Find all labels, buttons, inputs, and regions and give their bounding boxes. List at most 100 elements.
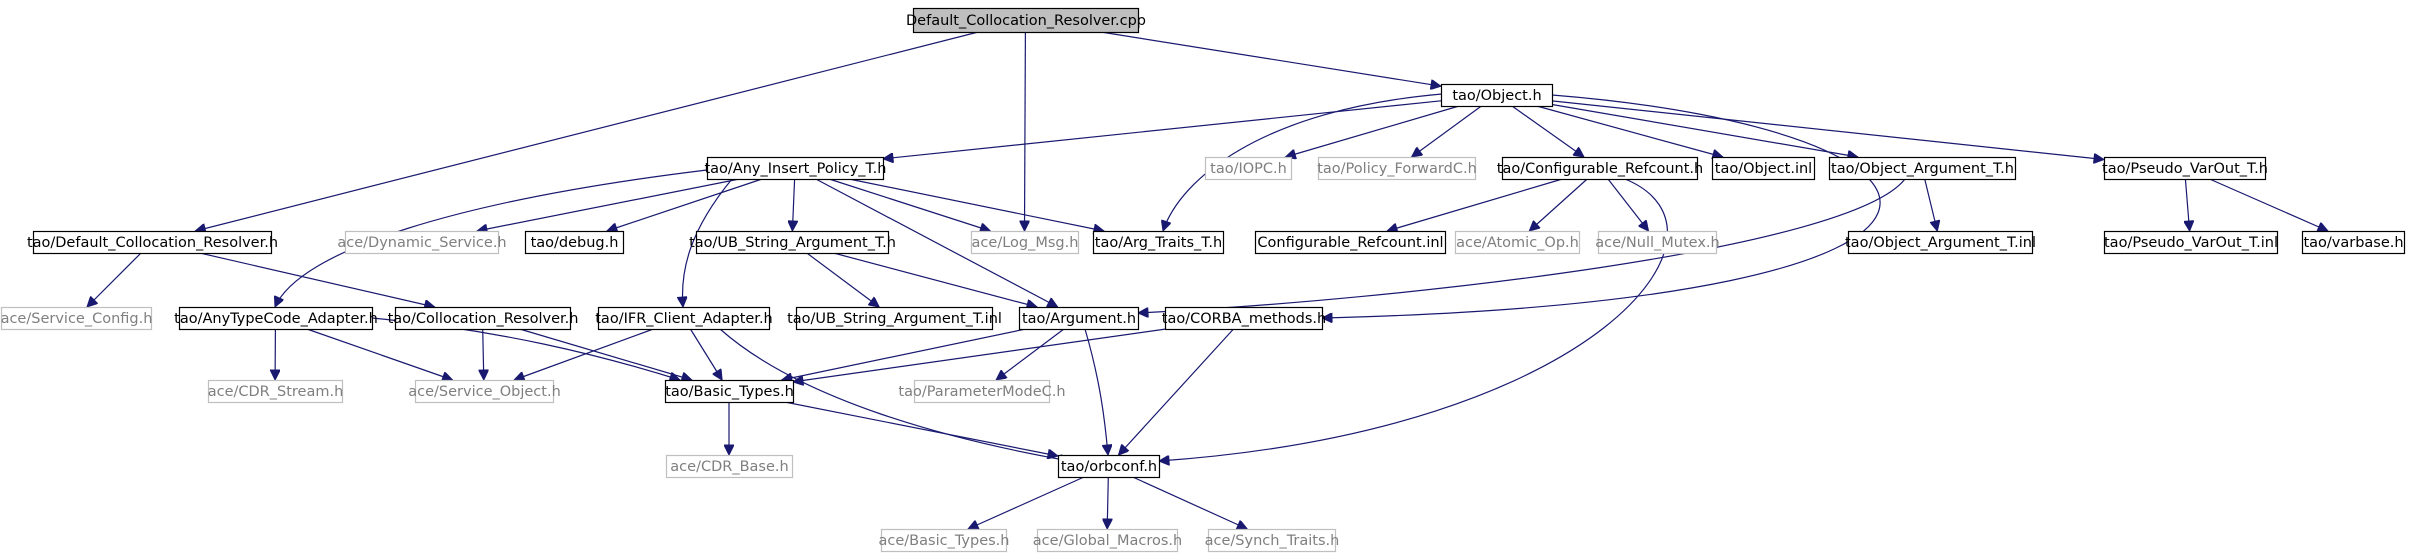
node-pmc[interactable]: tao/ParameterModeC.h bbox=[898, 379, 1066, 404]
node-iopc[interactable]: tao/IOPC.h bbox=[1204, 156, 1293, 181]
node-st[interactable]: ace/Synch_Traits.h bbox=[1205, 528, 1340, 553]
node-aip[interactable]: tao/Any_Insert_Policy_T.h bbox=[704, 156, 887, 181]
node-label: tao/Pseudo_VarOut_T.h bbox=[2102, 161, 2268, 177]
node-label: tao/Object_Argument_T.inl bbox=[1845, 235, 2036, 251]
edge-cref-to-atom bbox=[1529, 178, 1588, 231]
node-label: tao/Default_Collocation_Resolver.h bbox=[27, 235, 278, 251]
edge-pvo-to-pvoinl bbox=[2185, 178, 2189, 231]
node-box bbox=[912, 7, 1140, 34]
node-label: tao/Object.h bbox=[1452, 88, 1541, 104]
node-ubs[interactable]: tao/UB_String_Argument_T.h bbox=[689, 230, 896, 255]
node-box bbox=[1440, 83, 1554, 108]
edge-obj-to-objinl bbox=[1536, 105, 1723, 157]
node-label: ace/Null_Mutex.h bbox=[1595, 235, 1719, 251]
node-colr[interactable]: tao/Collocation_Resolver.h bbox=[388, 306, 579, 331]
edge-aip-to-log bbox=[828, 178, 990, 231]
node-oatinl[interactable]: tao/Object_Argument_T.inl bbox=[1845, 230, 2036, 255]
node-log[interactable]: ace/Log_Msg.h bbox=[970, 230, 1080, 255]
edge-orbc-to-abt bbox=[968, 476, 1085, 529]
node-root[interactable]: Default_Collocation_Resolver.cpp bbox=[906, 7, 1146, 34]
edge-aip-to-argt bbox=[848, 178, 1104, 231]
node-objinl[interactable]: tao/Object.inl bbox=[1711, 156, 1816, 181]
node-label: Default_Collocation_Resolver.cpp bbox=[906, 13, 1146, 29]
node-label: ace/Synch_Traits.h bbox=[1205, 533, 1340, 549]
node-box bbox=[1036, 528, 1179, 553]
edge-aip-to-dbg bbox=[607, 178, 763, 231]
node-label: tao/Pseudo_VarOut_T.inl bbox=[2104, 235, 2278, 251]
edge-root-to-obj bbox=[1100, 31, 1441, 86]
edge-ifr-to-bt bbox=[689, 328, 722, 380]
node-box bbox=[913, 379, 1051, 404]
node-label: tao/debug.h bbox=[531, 235, 619, 251]
node-ifr[interactable]: tao/IFR_Client_Adapter.h bbox=[595, 306, 773, 331]
node-label: ace/Dynamic_Service.h bbox=[337, 235, 506, 251]
node-box bbox=[970, 230, 1080, 255]
node-box bbox=[394, 306, 572, 331]
node-cdrb[interactable]: ace/CDR_Base.h bbox=[665, 454, 794, 479]
node-box bbox=[1207, 528, 1337, 553]
node-crefinl[interactable]: Configurable_Refcount.inl bbox=[1254, 230, 1447, 255]
node-box bbox=[695, 230, 890, 255]
node-label: tao/IOPC.h bbox=[1210, 161, 1287, 177]
node-corba[interactable]: tao/CORBA_methods.h bbox=[1162, 306, 1326, 331]
node-label: tao/orbconf.h bbox=[1061, 459, 1157, 475]
node-label: tao/Arg_Traits_T.h bbox=[1095, 235, 1222, 251]
node-label: ace/Service_Object.h bbox=[408, 384, 561, 400]
node-label: tao/IFR_Client_Adapter.h bbox=[595, 311, 773, 327]
node-box bbox=[1501, 156, 1699, 181]
node-box bbox=[795, 306, 994, 331]
node-pfc[interactable]: tao/Policy_ForwardC.h bbox=[1317, 156, 1477, 181]
node-cref[interactable]: tao/Configurable_Refcount.h bbox=[1497, 156, 1703, 181]
node-label: tao/UB_String_Argument_T.inl bbox=[787, 311, 1002, 327]
node-box bbox=[665, 454, 794, 479]
node-box bbox=[1092, 230, 1225, 255]
edge-dcr-to-svcfg bbox=[87, 252, 142, 307]
node-bt[interactable]: tao/Basic_Types.h bbox=[664, 379, 795, 404]
node-svco[interactable]: ace/Service_Object.h bbox=[408, 379, 561, 404]
node-box bbox=[706, 156, 885, 181]
node-label: tao/Argument.h bbox=[1022, 311, 1136, 327]
node-svcfg[interactable]: ace/Service_Config.h bbox=[1, 306, 153, 331]
node-obj[interactable]: tao/Object.h bbox=[1440, 83, 1554, 108]
node-label: ace/Global_Macros.h bbox=[1033, 533, 1182, 549]
node-arg[interactable]: tao/Argument.h bbox=[1018, 306, 1140, 331]
node-cdrs[interactable]: ace/CDR_Stream.h bbox=[208, 379, 344, 404]
node-label: tao/AnyTypeCode_Adapter.h bbox=[174, 311, 378, 327]
edge-arg-to-bt bbox=[782, 328, 1026, 380]
node-argt[interactable]: tao/Arg_Traits_T.h bbox=[1092, 230, 1225, 255]
edge-root-to-dcr bbox=[195, 31, 979, 231]
node-pvoinl[interactable]: tao/Pseudo_VarOut_T.inl bbox=[2103, 230, 2279, 255]
node-pvo[interactable]: tao/Pseudo_VarOut_T.h bbox=[2102, 156, 2268, 181]
node-label: ace/Atomic_Op.h bbox=[1456, 235, 1579, 251]
node-dcr[interactable]: tao/Default_Collocation_Resolver.h bbox=[27, 230, 278, 255]
node-box bbox=[1597, 230, 1718, 255]
node-atca[interactable]: tao/AnyTypeCode_Adapter.h bbox=[174, 306, 378, 331]
node-label: ace/Basic_Types.h bbox=[879, 533, 1010, 549]
edge-cref-to-crefinl bbox=[1387, 178, 1563, 231]
edge-corba-to-bt bbox=[793, 328, 1167, 382]
node-box bbox=[344, 230, 500, 255]
node-label: tao/Object.inl bbox=[1715, 161, 1812, 177]
node-dyn[interactable]: ace/Dynamic_Service.h bbox=[337, 230, 507, 255]
edge-obj-to-cref bbox=[1511, 105, 1584, 157]
node-abt[interactable]: ace/Basic_Types.h bbox=[879, 528, 1010, 553]
node-gm[interactable]: ace/Global_Macros.h bbox=[1033, 528, 1182, 553]
node-oat[interactable]: tao/Object_Argument_T.h bbox=[1828, 156, 2017, 181]
node-box bbox=[1828, 156, 2017, 181]
node-atom[interactable]: ace/Atomic_Op.h bbox=[1454, 230, 1581, 255]
node-ubsinl[interactable]: tao/UB_String_Argument_T.inl bbox=[787, 306, 1002, 331]
node-orbc[interactable]: tao/orbconf.h bbox=[1057, 454, 1161, 479]
edge-bt-to-orbc bbox=[784, 401, 1058, 456]
node-box bbox=[880, 528, 1008, 553]
node-label: tao/Policy_ForwardC.h bbox=[1317, 161, 1477, 177]
edge-colr-to-svco bbox=[483, 328, 484, 380]
node-box bbox=[2301, 230, 2406, 255]
node-dbg[interactable]: tao/debug.h bbox=[524, 230, 625, 255]
node-varb[interactable]: tao/varbase.h bbox=[2301, 230, 2406, 255]
node-label: tao/Any_Insert_Policy_T.h bbox=[704, 161, 886, 177]
node-nmux[interactable]: ace/Null_Mutex.h bbox=[1595, 230, 1720, 255]
edge-obj-to-pvo bbox=[1551, 100, 2104, 160]
edge-ubs-to-arg bbox=[833, 252, 1038, 307]
edge-colr-to-bt bbox=[519, 328, 692, 380]
